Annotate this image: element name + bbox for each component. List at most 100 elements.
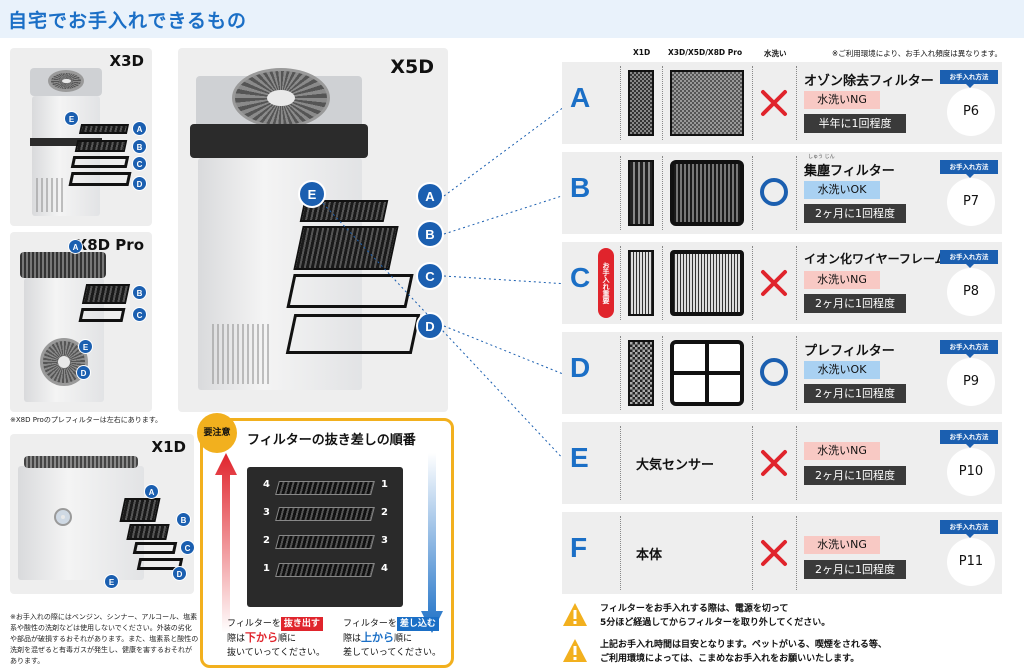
table-row: C お手入れ重要 イオン化ワイヤーフレーム 水洗いNG 2ヶ月に1回程度 お手入… — [562, 242, 1002, 324]
x5d-dot-d: D — [416, 312, 444, 340]
table-row: E 大気センサー 水洗いNG 2ヶ月に1回程度 お手入れ方法 P10 — [562, 422, 1002, 504]
filter-order-box: 要注意 フィルターの抜き差しの順番 4 3 2 1 1 2 3 4 フィルターを… — [197, 413, 454, 668]
pull-line2-post: 順に — [278, 634, 297, 644]
x5d-band — [190, 124, 368, 158]
right-number: 1 — [381, 479, 388, 490]
divider — [620, 66, 621, 140]
pull-line3: 抜いていってください。 — [227, 648, 326, 658]
pull-chip: 抜き出す — [280, 617, 323, 631]
x3d-photo: X3D E A B C D — [10, 48, 152, 226]
circle-icon — [760, 358, 788, 386]
order-layer-3 — [275, 535, 375, 549]
x1d-frame-c — [132, 542, 178, 554]
insert-line2-post: 順に — [394, 634, 413, 644]
warning-line: 5分ほど経過してからフィルターを取り外してください。 — [600, 618, 831, 628]
cross-icon — [761, 270, 787, 296]
x1d-photo: X1D A B C D E — [10, 434, 194, 594]
x8d-tray-b — [81, 284, 131, 304]
frequency-badge: 2ヶ月に1回程度 — [804, 466, 906, 485]
filter-name-text: 集塵フィルター — [804, 164, 895, 179]
row-letter: B — [570, 172, 591, 203]
x8d-dot-b: B — [132, 285, 147, 300]
method-label: お手入れ方法 — [940, 250, 998, 268]
x3d-label: X3D — [109, 52, 144, 70]
method-label: お手入れ方法 — [940, 520, 998, 538]
order-layer-2 — [275, 507, 375, 521]
component-name: 大気センサー — [636, 458, 715, 473]
divider — [620, 336, 621, 410]
x1d-dot-c: C — [180, 540, 194, 555]
divider — [796, 246, 797, 320]
x1d-dot-a: A — [144, 484, 159, 499]
x1d-dot-b: B — [176, 512, 191, 527]
warning-line: ご利用環境によっては、こまめなお手入れをお願いいたします。 — [600, 654, 860, 664]
x3d-tray-b — [74, 140, 128, 152]
divider — [620, 156, 621, 230]
filter-name: プレフィルター — [804, 344, 895, 359]
filter-name-ruby: しゅう じん — [808, 154, 835, 160]
page-link[interactable]: P9 — [947, 358, 995, 406]
x5d-label: X5D — [390, 56, 434, 78]
row-letter: E — [570, 442, 589, 473]
page-link[interactable]: P10 — [947, 448, 995, 496]
arrow-up-icon — [215, 453, 237, 633]
frequency-badge: 2ヶ月に1回程度 — [804, 384, 906, 403]
left-number: 4 — [263, 479, 270, 490]
col-head-x3d: X3D/X5D/X8D Pro — [668, 48, 743, 57]
x1d-label: X1D — [151, 438, 186, 456]
warning-line: 上記お手入れ時間は目安となります。ペットがいる、喫煙をされる等、 — [600, 640, 887, 650]
page-link[interactable]: P6 — [947, 88, 995, 136]
filter-name: オゾン除去フィルター — [804, 74, 934, 89]
header-bar: 自宅でお手入れできるもの — [0, 0, 1024, 38]
care-note-line: 洗剤を混ぜると有毒ガスが発生し、健康を害するおそれが — [10, 646, 192, 654]
table-row: B 集塵フィルター しゅう じん 水洗いOK 2ヶ月に1回程度 お手入れ方法 P… — [562, 152, 1002, 234]
wash-badge: 水洗いNG — [804, 91, 880, 109]
divider — [662, 66, 663, 140]
divider — [796, 426, 797, 500]
pull-em: 下から — [245, 631, 279, 644]
insert-prefix: フィルターを — [343, 619, 397, 629]
page-link[interactable]: P8 — [947, 268, 995, 316]
row-letter: F — [570, 532, 588, 563]
x3d-fan-icon — [48, 70, 84, 92]
frequency-badge: 2ヶ月に1回程度 — [804, 560, 906, 579]
divider — [796, 336, 797, 410]
insert-em: 上から — [361, 631, 395, 644]
filter-image — [670, 160, 744, 226]
x8d-label: X8D Pro — [75, 236, 144, 254]
pull-prefix: フィルターを — [227, 619, 281, 629]
col-head-x1d: X1D — [633, 48, 651, 57]
x5d-tray-b — [293, 226, 399, 270]
table-row: A オゾン除去フィルター 水洗いNG 半年に1回程度 お手入れ方法 P6 — [562, 62, 1002, 144]
x5d-dot-e: E — [298, 180, 326, 208]
page-link[interactable]: P7 — [947, 178, 995, 226]
care-note-line: あります。 — [10, 657, 45, 665]
insert-chip: 差し込む — [396, 617, 439, 631]
warning-text: 上記お手入れ時間は目安となります。ペットがいる、喫煙をされる等、 ご利用環境によ… — [600, 638, 1000, 666]
page-link[interactable]: P11 — [947, 538, 995, 586]
x3d-dot-c: C — [132, 156, 147, 171]
insert-line3: 差していってください。 — [343, 648, 442, 658]
order-title: フィルターの抜き差しの順番 — [247, 433, 416, 448]
order-layer-4 — [275, 563, 375, 577]
pull-instruction: フィルターを抜き出す 際は下から順に 抜いていってください。 — [227, 617, 333, 660]
right-number: 3 — [381, 535, 388, 546]
divider — [752, 516, 753, 590]
insert-instruction: フィルターを差し込む 際は上から順に 差していってください。 — [343, 617, 453, 660]
x3d-tray-a — [78, 124, 130, 134]
wash-badge: 水洗いOK — [804, 361, 880, 379]
row-letter: A — [570, 82, 591, 113]
insert-line2-pre: 際は — [343, 634, 362, 644]
row-letter: D — [570, 352, 591, 383]
x5d-frame-d — [285, 314, 421, 354]
x5d-dot-a: A — [416, 182, 444, 210]
left-number: 3 — [263, 507, 270, 518]
x3d-dot-e: E — [64, 111, 79, 126]
priority-tag: お手入れ重要 — [598, 248, 614, 318]
care-note-line: 系や酸性の洗剤などは使用しないでください。外装の劣化 — [10, 624, 192, 632]
x5d-vent — [212, 324, 272, 384]
frequency-badge: 2ヶ月に1回程度 — [804, 204, 906, 223]
x8d-frame-c — [78, 308, 126, 322]
divider — [620, 516, 621, 590]
x5d-dot-c: C — [416, 262, 444, 290]
